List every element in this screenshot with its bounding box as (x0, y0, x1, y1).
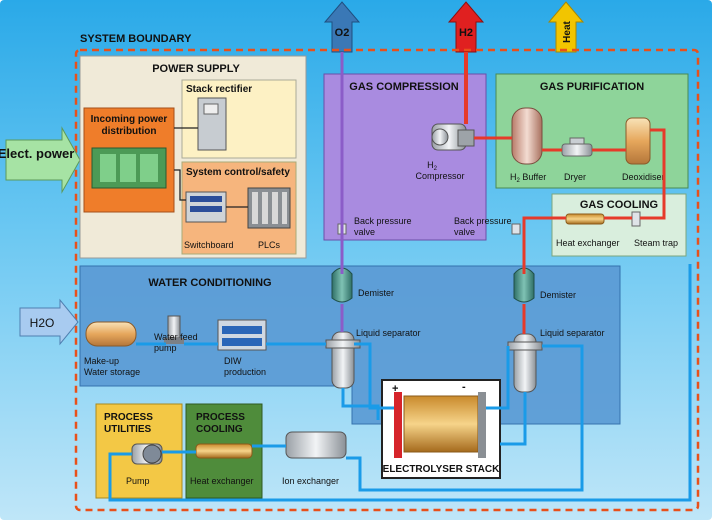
heat-label: Heat (562, 20, 573, 42)
liquid-separator-left-label: Liquid separator (356, 328, 421, 338)
back-pressure-valve-right-icon (511, 223, 521, 235)
system-control-label: System control/safety (186, 167, 290, 178)
deoxidiser-icon (625, 117, 651, 165)
gas-heat-exchanger-label: Heat exchanger (556, 238, 620, 248)
rectifier-cabinet-icon (197, 97, 227, 151)
electricity-label: Elect. power (0, 146, 74, 161)
utility-pump-icon (131, 443, 163, 465)
oxygen-label: O2 (335, 27, 350, 39)
svg-text:Elect. power: Elect. power (0, 146, 74, 161)
plcs-label: PLCs (258, 240, 281, 250)
stack-positive-terminal: + (392, 383, 398, 395)
demister-left-label: Demister (358, 288, 394, 298)
liquid-separator-right-label: Liquid separator (540, 328, 605, 338)
process-heat-exchanger-label: Heat exchanger (190, 476, 254, 486)
process-heat-exchanger-icon (195, 443, 253, 459)
dryer-label: Dryer (564, 172, 586, 182)
stack-title: ELECTROLYSER STACK (383, 464, 500, 475)
water-feed-pump-icon (164, 315, 184, 344)
gas-purification-section: GAS PURIFICATION H2 Buffer Dryer Deoxidi… (495, 73, 689, 189)
power-supply-title: POWER SUPPLY (152, 63, 240, 75)
diw-production-icon (217, 319, 267, 351)
system-boundary (74, 48, 700, 512)
gas-cooling-section: GAS COOLING Heat exchanger Steam trap (551, 193, 687, 257)
electricity-input-arrow: Elect. power (0, 126, 81, 194)
make-up-water-storage-icon (85, 321, 137, 347)
hydrogen-process-line (522, 128, 666, 274)
gas-heat-exchanger-icon (565, 213, 605, 225)
h2-buffer-icon (511, 107, 543, 165)
ion-exchanger-label: Ion exchanger (282, 476, 339, 486)
demister-right-icon (513, 267, 535, 303)
steam-trap-icon (631, 211, 641, 227)
water-lines (108, 264, 692, 502)
switchboard-label: Switchboard (184, 240, 234, 250)
water-label: H2O (30, 316, 55, 330)
water-conditioning-title: WATER CONDITIONING (148, 277, 271, 289)
heat-output-arrow: Heat (547, 1, 585, 53)
hydrogen-label: H2 (459, 27, 473, 39)
gas-cooling-title: GAS COOLING (580, 199, 658, 211)
water-input-arrow: H2O (19, 298, 79, 346)
gas-purification-title: GAS PURIFICATION (540, 81, 644, 93)
electrolyser-stack: + - ELECTROLYSER STACK (381, 379, 501, 479)
oxygen-output-arrow: O2 (323, 1, 361, 53)
ion-exchanger-icon (285, 431, 347, 459)
hydrogen-output-arrow: H2 (447, 1, 485, 53)
steam-trap-label: Steam trap (634, 238, 678, 248)
stack-negative-terminal: - (462, 381, 466, 393)
gas-compression-title: GAS COMPRESSION (349, 81, 458, 93)
stack-rectifier-label: Stack rectifier (186, 84, 252, 95)
demister-right-label: Demister (540, 290, 576, 300)
deoxidiser-label: Deoxidiser (622, 172, 665, 182)
utility-pump-label: Pump (126, 476, 150, 486)
demister-left-icon (331, 267, 353, 303)
compressor-icon (431, 123, 475, 151)
h2-buffer-label: H2 Buffer (510, 172, 546, 184)
system-boundary-label: SYSTEM BOUNDARY (80, 33, 192, 45)
gas-compression-box (323, 73, 487, 241)
